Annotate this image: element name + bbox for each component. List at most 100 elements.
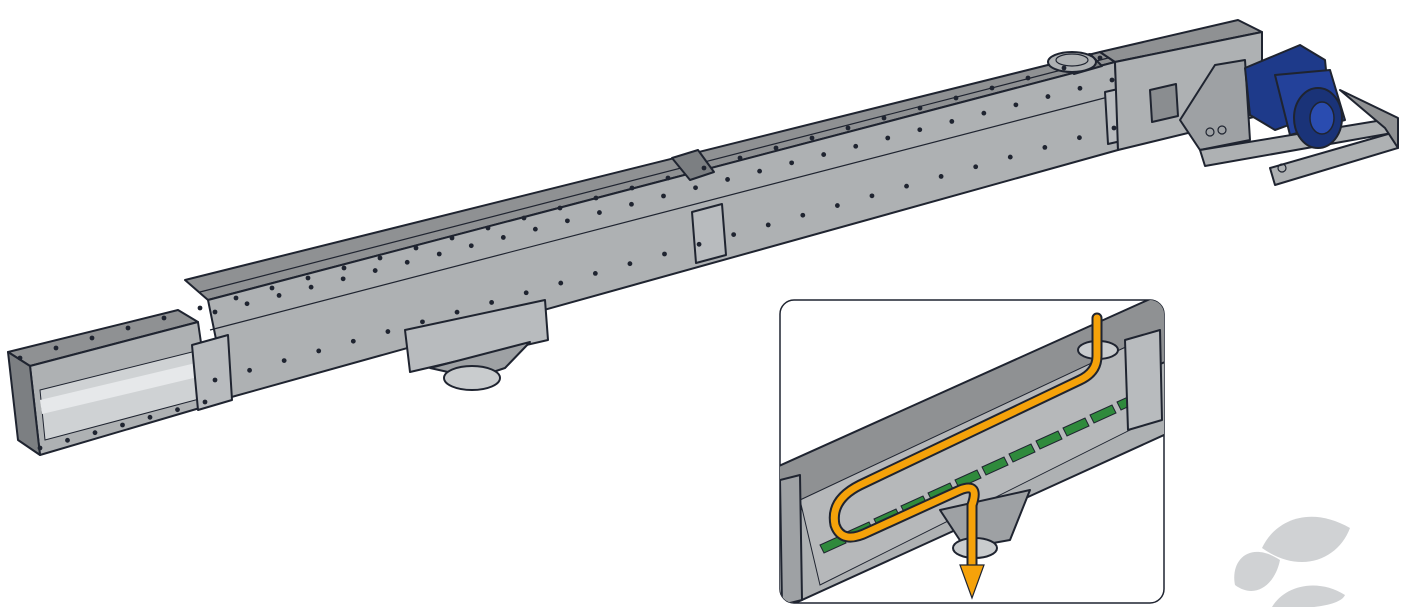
bolt	[212, 377, 218, 383]
bolt	[597, 210, 602, 215]
bolt	[340, 276, 346, 282]
bolt	[731, 232, 737, 238]
bolt	[372, 268, 378, 273]
bolt	[809, 135, 815, 141]
electric-motor-icon	[1244, 44, 1346, 149]
bolt	[1025, 75, 1031, 81]
bolt	[1109, 77, 1115, 83]
bolt	[973, 164, 979, 170]
flange-plate-1	[191, 334, 233, 411]
bolt	[1045, 94, 1051, 99]
bolt	[821, 152, 827, 157]
bolt	[485, 225, 491, 231]
bolt	[92, 430, 98, 436]
bolt	[981, 110, 987, 116]
inset-detail	[779, 299, 1165, 604]
bolt	[1097, 55, 1103, 61]
bolt	[413, 245, 419, 251]
bolt	[489, 300, 495, 305]
bolt	[789, 160, 795, 166]
bolt	[147, 414, 153, 420]
bolt	[53, 345, 59, 351]
bolt	[904, 183, 909, 189]
bolt	[500, 235, 506, 240]
bolt	[869, 193, 875, 199]
bolt	[696, 241, 702, 247]
bolt	[949, 119, 955, 124]
bolt	[197, 305, 203, 311]
bolt	[1042, 144, 1048, 150]
bolt	[404, 259, 410, 265]
tail-section-end	[7, 351, 41, 456]
chain-flight	[1035, 430, 1063, 450]
bolt	[725, 177, 730, 182]
bolt	[953, 95, 959, 101]
bolt	[773, 145, 779, 151]
bolts	[17, 55, 1117, 451]
cover-joint-1	[671, 149, 715, 181]
bolt	[661, 193, 666, 199]
bolt	[350, 338, 356, 344]
bolt	[89, 335, 95, 341]
bolt	[212, 309, 218, 315]
bolt	[244, 301, 250, 307]
bolt	[202, 399, 208, 405]
bolt	[593, 195, 599, 201]
motor-frame	[1179, 59, 1399, 186]
flow-arrowhead	[959, 564, 985, 600]
bolt	[629, 185, 635, 191]
conveyor-assembly	[7, 19, 1399, 456]
bolt	[420, 319, 425, 325]
bolt	[1077, 135, 1082, 141]
chain-flight	[1008, 443, 1036, 463]
bolt	[701, 165, 707, 171]
bolt	[885, 135, 891, 141]
bolt	[449, 235, 455, 241]
bolt	[1013, 102, 1019, 108]
bolt	[276, 293, 282, 298]
bolt	[532, 226, 538, 232]
chain-flight	[981, 456, 1009, 476]
bolt	[1077, 85, 1083, 91]
bolt	[938, 174, 944, 179]
bolt	[881, 115, 887, 121]
bolt	[564, 218, 570, 224]
bolt	[989, 85, 995, 91]
bolt	[1007, 154, 1013, 160]
bolt	[737, 155, 743, 161]
bolt	[523, 290, 529, 296]
bolt	[65, 437, 70, 443]
bolt	[917, 127, 923, 133]
flange-plate-2	[691, 203, 727, 264]
inspection-window	[1149, 83, 1179, 123]
leaf-logo-icon	[1234, 516, 1350, 607]
bolt	[800, 212, 806, 218]
bolt	[17, 355, 23, 361]
bolt	[521, 215, 527, 221]
bolt	[917, 105, 923, 111]
bolt	[454, 309, 460, 315]
bolt	[468, 243, 474, 249]
chain-flight	[1089, 404, 1117, 424]
bolt	[120, 422, 125, 428]
bolt	[757, 168, 763, 174]
bolt	[37, 445, 43, 451]
bolt	[845, 125, 851, 131]
tail-trough-shade	[40, 362, 202, 414]
bolt	[175, 407, 180, 413]
bolt	[853, 143, 859, 149]
bolt	[665, 175, 671, 181]
bolt	[269, 285, 275, 291]
bolt	[125, 325, 131, 331]
bolt	[341, 265, 347, 271]
inlet-port	[1047, 51, 1097, 73]
bolt	[385, 329, 391, 334]
bolt	[161, 315, 167, 321]
bolt	[377, 255, 383, 261]
bolt	[557, 205, 563, 211]
bolt	[662, 251, 667, 257]
bolt	[247, 367, 252, 373]
bolt	[305, 275, 311, 281]
bolt	[627, 261, 633, 267]
